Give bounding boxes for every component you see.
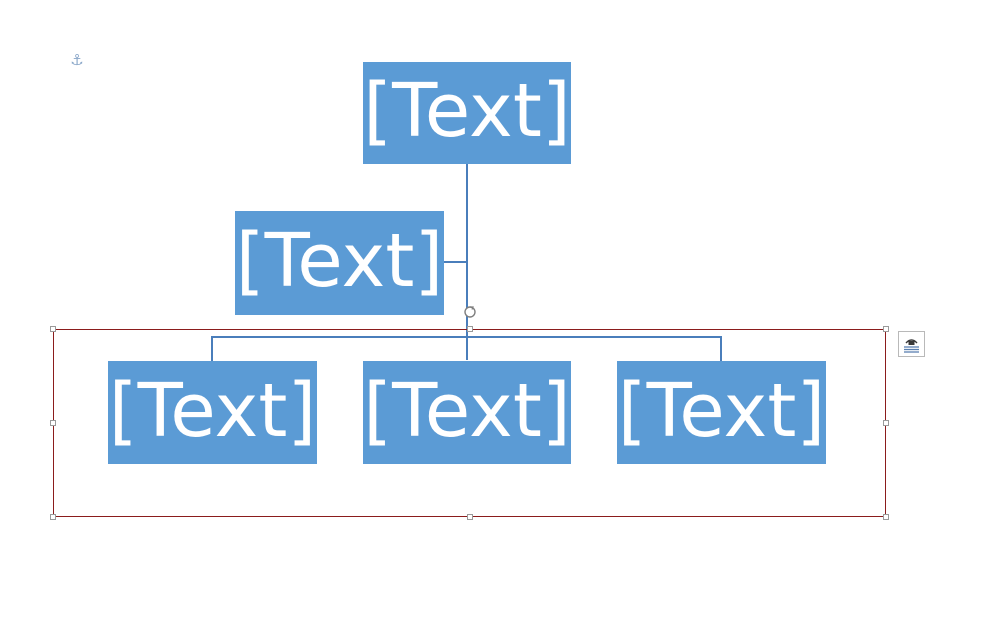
child-node-text[interactable]: [Text]: [363, 367, 571, 454]
rotate-handle-icon[interactable]: [463, 305, 477, 319]
top-node-text[interactable]: [Text]: [363, 68, 571, 154]
anchor-icon: ⚓: [70, 52, 84, 69]
resize-handle-bottom-left[interactable]: [50, 514, 56, 520]
connector-assistant: [444, 261, 467, 263]
connector-top-vertical: [466, 164, 468, 360]
resize-handle-top-right[interactable]: [883, 326, 889, 332]
resize-handle-middle-left[interactable]: [50, 420, 56, 426]
org-chart-child-node-3[interactable]: [Text]: [617, 361, 826, 464]
org-chart-assistant-node[interactable]: [Text]: [235, 211, 444, 315]
org-chart-child-node-1[interactable]: [Text]: [108, 361, 317, 464]
child-node-text[interactable]: [Text]: [108, 367, 317, 454]
resize-handle-bottom-right[interactable]: [883, 514, 889, 520]
child-node-text[interactable]: [Text]: [617, 367, 826, 454]
layout-options-icon: [904, 339, 919, 353]
connector-horizontal: [211, 336, 722, 338]
resize-handle-bottom-middle[interactable]: [467, 514, 473, 520]
layout-options-button[interactable]: [898, 331, 925, 357]
resize-handle-top-middle[interactable]: [467, 326, 473, 332]
org-chart-top-node[interactable]: [Text]: [363, 62, 571, 164]
connector-child-left: [211, 336, 213, 361]
resize-handle-top-left[interactable]: [50, 326, 56, 332]
connector-child-right: [720, 336, 722, 361]
resize-handle-middle-right[interactable]: [883, 420, 889, 426]
org-chart-child-node-2[interactable]: [Text]: [363, 361, 571, 464]
assistant-node-text[interactable]: [Text]: [235, 218, 444, 304]
